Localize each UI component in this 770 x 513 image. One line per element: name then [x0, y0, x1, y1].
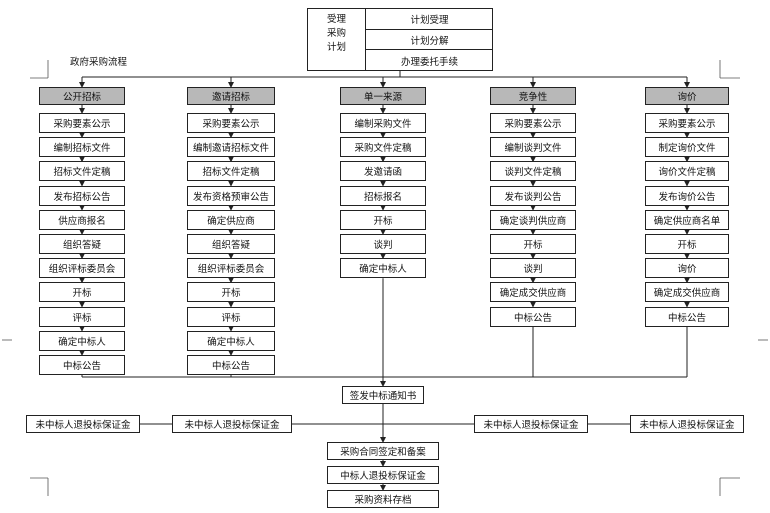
- step-box: 编制招标文件: [39, 137, 125, 158]
- top-plan-left-line: 计划: [326, 42, 346, 53]
- step-box: 评标: [187, 306, 275, 327]
- step-box: 谈判: [490, 258, 576, 279]
- step-box: 开标: [39, 282, 125, 303]
- step-box: 确定中标人: [340, 258, 426, 279]
- step-box: 中标公告: [39, 355, 125, 375]
- step-box: 制定询价文件: [645, 137, 729, 158]
- step-box: 开标: [645, 234, 729, 254]
- top-plan-item: 计划受理: [366, 9, 493, 30]
- top-plan-left-line: 受理: [326, 14, 346, 25]
- top-plan-divider: [365, 9, 366, 70]
- top-plan-block: 受理 采购 计划 计划受理 计划分解 办理委托手续: [307, 8, 493, 71]
- step-box: 招标文件定稿: [39, 161, 125, 182]
- step-box: 组织答疑: [187, 234, 275, 254]
- step-box: 开标: [187, 282, 275, 303]
- final-step-box: 采购资料存档: [327, 490, 439, 508]
- step-box: 确定中标人: [39, 330, 125, 351]
- step-box: 采购要素公示: [187, 113, 275, 133]
- crop-mark-bottom-left: [30, 477, 49, 496]
- step-box: 询价: [645, 258, 729, 279]
- refund-box: 未中标人退投标保证金: [474, 415, 588, 433]
- crop-mark-top-right: [719, 60, 740, 79]
- step-box: 招标文件定稿: [187, 161, 275, 182]
- step-box: 采购要素公示: [490, 113, 576, 133]
- step-box: 编制谈判文件: [490, 137, 576, 158]
- step-box: 采购要素公示: [39, 113, 125, 133]
- top-plan-left-line: 采购: [326, 28, 346, 39]
- notice-box: 签发中标通知书: [342, 386, 424, 404]
- refund-box: 未中标人退投标保证金: [630, 415, 744, 433]
- final-step-box: 采购合同签定和备案: [327, 442, 439, 460]
- refund-box: 未中标人退投标保证金: [26, 415, 140, 433]
- step-box: 采购文件定稿: [340, 137, 426, 158]
- final-step-box: 中标人退投标保证金: [327, 466, 439, 484]
- step-box: 发布询价公告: [645, 185, 729, 206]
- step-box: 谈判文件定稿: [490, 161, 576, 182]
- top-plan-item: 计划分解: [366, 30, 493, 50]
- step-box: 组织评标委员会: [39, 258, 125, 279]
- crop-mark-top-left: [30, 60, 49, 79]
- method-header: 邀请招标: [187, 87, 275, 105]
- step-box: 谈判: [340, 234, 426, 254]
- step-box: 发布谈判公告: [490, 185, 576, 206]
- step-box: 采购要素公示: [645, 113, 729, 133]
- step-box: 编制采购文件: [340, 113, 426, 133]
- method-header: 公开招标: [39, 87, 125, 105]
- step-box: 确定成交供应商: [645, 282, 729, 303]
- step-box: 确定供应商: [187, 209, 275, 230]
- step-box: 开标: [490, 234, 576, 254]
- step-box: 发邀请函: [340, 161, 426, 182]
- step-box: 编制邀请招标文件: [187, 137, 275, 158]
- step-box: 中标公告: [187, 355, 275, 375]
- method-header: 竞争性: [490, 87, 576, 105]
- crop-mark-bottom-right: [719, 477, 740, 496]
- step-box: 中标公告: [645, 306, 729, 327]
- step-box: 组织评标委员会: [187, 258, 275, 279]
- step-box: 发布招标公告: [39, 185, 125, 206]
- step-box: 评标: [39, 306, 125, 327]
- step-box: 确定供应商名单: [645, 209, 729, 230]
- step-box: 确定中标人: [187, 330, 275, 351]
- top-plan-left-labels: 受理 采购 计划: [308, 13, 365, 55]
- step-box: 确定谈判供应商: [490, 209, 576, 230]
- step-box: 组织答疑: [39, 234, 125, 254]
- step-box: 招标报名: [340, 185, 426, 206]
- step-box: 供应商报名: [39, 209, 125, 230]
- method-header: 询价: [645, 87, 729, 105]
- step-box: 中标公告: [490, 306, 576, 327]
- step-box: 确定成交供应商: [490, 282, 576, 303]
- refund-box: 未中标人退投标保证金: [172, 415, 292, 433]
- step-box: 询价文件定稿: [645, 161, 729, 182]
- method-header: 单一来源: [340, 87, 426, 105]
- top-plan-item: 办理委托手续: [400, 56, 458, 68]
- step-box: 发布资格预审公告: [187, 185, 275, 206]
- step-box: 开标: [340, 209, 426, 230]
- process-title: 政府采购流程: [70, 57, 128, 68]
